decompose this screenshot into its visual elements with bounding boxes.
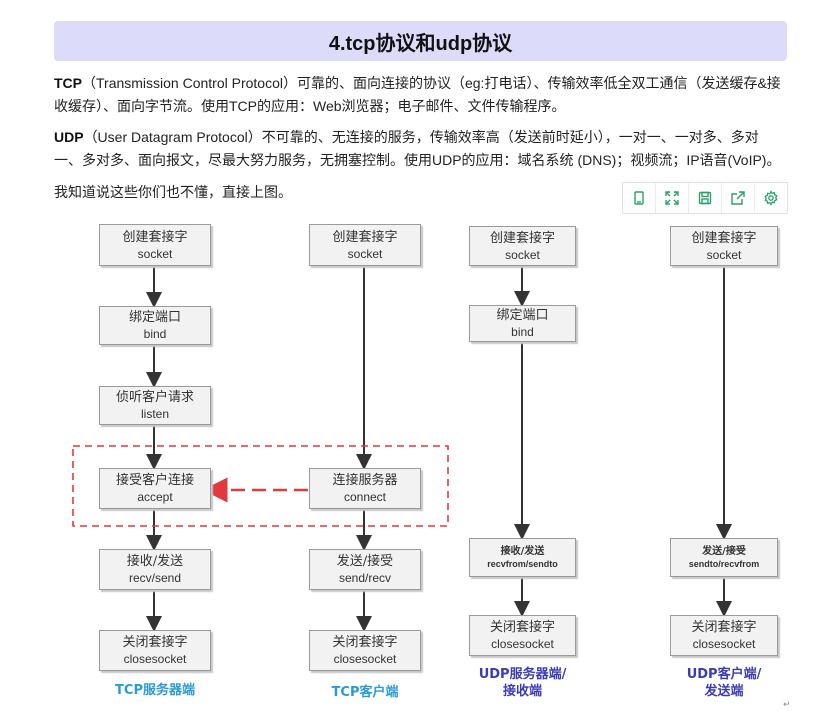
udp-server-recv-node: 接收/发送 recvfrom/sendto [469, 538, 576, 577]
node-en: sendto/recvfrom [688, 559, 760, 569]
udp-client-close-node: 关闭套接字 closesocket [670, 615, 778, 656]
node-cn: 创建套接字 [489, 230, 555, 246]
tcp-term: TCP [54, 75, 82, 91]
tcp-server-recv-node: 接收/发送 recv/send [99, 549, 211, 590]
udp-server-close-node: 关闭套接字 closesocket [469, 615, 576, 656]
fullscreen-icon [665, 191, 679, 205]
tcp-server-label: TCP服务器端 [115, 683, 195, 698]
tcp-server-listen-node: 侦听客户请求 listen [99, 386, 211, 425]
node-cn: 发送/接受 [336, 554, 394, 569]
node-en: closesocket [333, 652, 397, 666]
page-heading: 4.tcp协议和udp协议 [54, 21, 787, 61]
node-cn: 发送/接受 [702, 546, 746, 557]
node-cn: 关闭套接字 [332, 635, 398, 650]
udp-description: （User Datagram Protocol）不可靠的、无连接的服务，传输效率… [54, 129, 781, 168]
node-cn: 绑定端口 [128, 310, 181, 325]
node-en: socket [347, 246, 383, 261]
node-cn: 创建套接字 [332, 229, 398, 245]
fullscreen-button[interactable] [656, 183, 689, 213]
image-toolbar [622, 182, 788, 214]
node-cn: 侦听客户请求 [115, 390, 194, 405]
node-en: closesocket [491, 637, 554, 651]
node-en: send/recv [338, 571, 392, 585]
node-cn: 接受客户连接 [115, 473, 194, 488]
udp-server-label-line2: 接收端 [502, 684, 542, 699]
copy-button[interactable] [623, 183, 656, 213]
settings-button[interactable] [755, 183, 787, 213]
return-mark: ↵ [783, 699, 791, 709]
tcp-server-bind-node: 绑定端口 bind [99, 306, 211, 345]
node-cn: 创建套接字 [691, 230, 757, 246]
save-button[interactable] [689, 183, 722, 213]
node-en: recv/send [128, 571, 182, 585]
node-en: socket [137, 246, 173, 261]
settings-icon [764, 190, 778, 206]
tcp-client-connect-node: 连接服务器 connect [309, 468, 421, 509]
node-cn: 关闭套接字 [691, 620, 757, 635]
tcp-server-accept-node: 接受客户连接 accept [99, 468, 211, 509]
node-en: socket [505, 247, 540, 262]
udp-server-label-line1: UDP服务器端/ [478, 667, 567, 682]
tcp-description: （Transmission Control Protocol）可靠的、面向连接的… [54, 75, 781, 114]
node-cn: 连接服务器 [332, 473, 398, 488]
intro-paragraph: 我知道说这些你们也不懂，直接上图。 [54, 184, 292, 200]
udp-client-label-line1: UDP客户端/ [686, 667, 762, 682]
node-cn: 接收/发送 [500, 546, 545, 557]
node-en: recvfrom/sendto [487, 559, 558, 569]
node-cn: 接收/发送 [126, 554, 184, 569]
node-cn: 关闭套接字 [489, 620, 555, 635]
node-en: bind [511, 325, 534, 339]
tcp-server-close-node: 关闭套接字 closesocket [99, 630, 211, 671]
node-en: socket [706, 247, 742, 262]
node-cn: 绑定端口 [496, 308, 549, 323]
node-cn: 创建套接字 [122, 229, 188, 245]
udp-term: UDP [54, 129, 84, 145]
copy-icon [634, 191, 644, 205]
udp-client-send-node: 发送/接受 sendto/recvfrom [670, 538, 778, 577]
udp-client-label: UDP客户端/发送端 [665, 666, 783, 700]
tcp-client-send-node: 发送/接受 send/recv [309, 549, 421, 590]
save-icon [698, 191, 712, 205]
node-cn: 关闭套接字 [122, 635, 188, 650]
udp-server-bind-node: 绑定端口 bind [469, 305, 576, 342]
node-en: closesocket [692, 637, 756, 651]
node-en: accept [137, 490, 173, 504]
node-en: listen [140, 407, 169, 421]
tcp-client-close-node: 关闭套接字 closesocket [309, 630, 421, 671]
udp-client-label-line2: 发送端 [704, 684, 744, 699]
share-icon [731, 191, 745, 205]
tcp-client-label: TCP客户端 [331, 685, 399, 700]
tcp-paragraph: TCP（Transmission Control Protocol）可靠的、面向… [54, 72, 784, 118]
node-en: bind [143, 327, 167, 341]
node-en: connect [343, 490, 387, 504]
node-en: closesocket [123, 652, 187, 666]
share-button[interactable] [722, 183, 755, 213]
diagram-arrows [72, 266, 732, 632]
udp-paragraph: UDP（User Datagram Protocol）不可靠的、无连接的服务，传… [54, 126, 784, 172]
udp-server-label: UDP服务器端/接收端 [464, 666, 581, 700]
